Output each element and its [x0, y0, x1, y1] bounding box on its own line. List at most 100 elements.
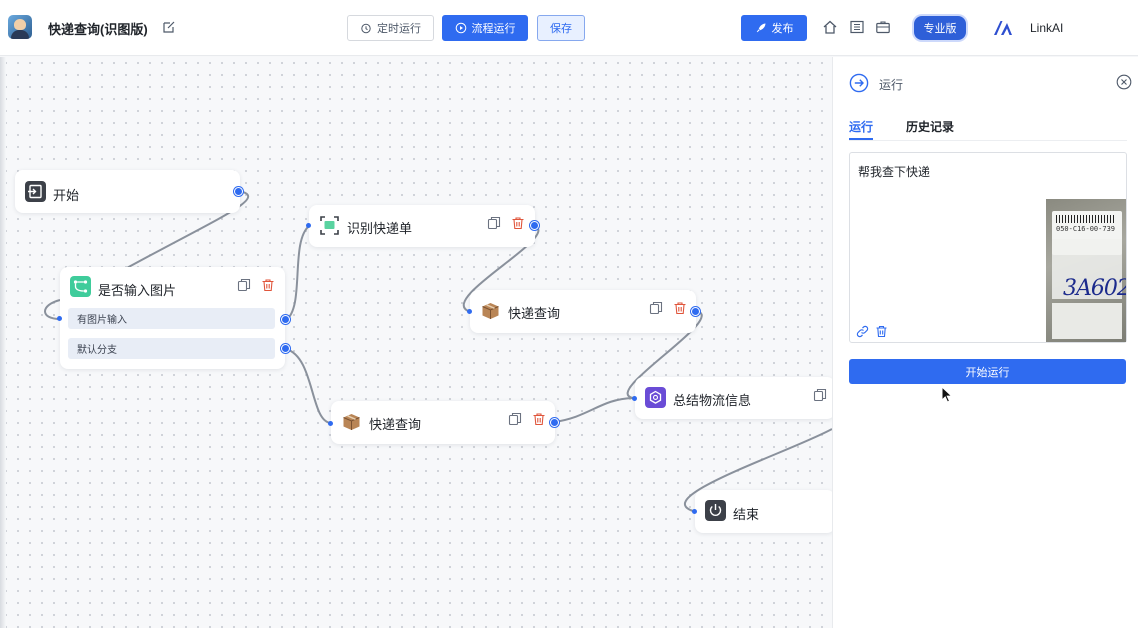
node-summary[interactable]: 总结物流信息 [632, 377, 832, 419]
node-condition-input-port[interactable] [57, 316, 62, 321]
play-circle-icon [455, 22, 466, 34]
node-condition-actions [237, 278, 275, 292]
package-icon [480, 300, 501, 321]
publish-button[interactable]: 发布 [741, 15, 807, 41]
node-summary-input-port[interactable] [632, 396, 637, 401]
run-input-box[interactable]: 帮我查下快递 050-C16-00-739 3A602 [849, 152, 1127, 343]
edge-summary-end [683, 428, 832, 512]
node-ocr-input-port[interactable] [306, 223, 311, 228]
edge-query-a-summary [626, 310, 703, 399]
node-query-a-title: 快递查询 [508, 306, 561, 321]
copy-icon[interactable] [487, 216, 501, 230]
node-condition[interactable]: 是否输入图片 有图片输入 默认分支 [57, 267, 290, 369]
linkai-logo-icon [994, 21, 1012, 35]
panel-title: 运行 [879, 78, 904, 92]
workflow-canvas[interactable]: 开始 是否输入图片 有图片输入 默认分支 识别快递单 [0, 57, 832, 628]
node-end-title: 结束 [733, 507, 760, 522]
top-bar: 快递查询(识图版) 定时运行 流程运行 保存 发布 专业版 LinkAI [0, 0, 1138, 56]
tab-run[interactable]: 运行 [849, 120, 874, 134]
thumbnail-number: 050-C16-00-739 [1056, 225, 1116, 233]
run-panel: 运行 运行 历史记录 帮我查下快递 050-C16-00-739 3A602 开… [832, 57, 1138, 628]
branch-icon [70, 276, 91, 297]
node-start-output-port[interactable] [234, 187, 243, 196]
package-icon [341, 411, 362, 432]
close-icon[interactable] [1116, 74, 1132, 90]
delete-icon[interactable] [673, 301, 687, 315]
arrow-right-circle-icon [849, 73, 869, 93]
node-query-a[interactable]: 快递查询 [467, 290, 700, 333]
mouse-cursor-icon [941, 386, 953, 403]
canvas-left-edge [0, 57, 6, 628]
node-query-b-title: 快递查询 [369, 417, 422, 432]
delete-icon[interactable] [511, 216, 525, 230]
run-flow-label: 流程运行 [471, 23, 516, 35]
node-summary-title: 总结物流信息 [673, 393, 752, 408]
node-query-b-input-port[interactable] [328, 421, 333, 426]
node-ocr[interactable]: 识别快递单 [306, 205, 539, 247]
scan-icon [319, 215, 340, 236]
node-condition-title: 是否输入图片 [98, 283, 177, 298]
copy-icon[interactable] [649, 301, 663, 315]
power-icon [705, 500, 726, 521]
trash-icon[interactable] [875, 325, 888, 338]
node-query-b-actions [508, 412, 546, 426]
thumbnail-bottom [1052, 303, 1122, 339]
edge-loop-condition [44, 299, 61, 320]
branch-has-image-port[interactable] [281, 315, 290, 324]
edge-condition-query-b [285, 348, 332, 424]
copy-icon[interactable] [813, 388, 827, 402]
save-label: 保存 [550, 23, 572, 35]
node-start-title: 开始 [53, 188, 80, 203]
publish-label: 发布 [771, 23, 794, 35]
tab-history[interactable]: 历史记录 [906, 120, 955, 134]
uploaded-image-thumbnail[interactable]: 050-C16-00-739 3A602 [1046, 199, 1126, 342]
run-flow-button[interactable]: 流程运行 [442, 15, 528, 41]
briefcase-icon[interactable] [875, 19, 891, 35]
rocket-icon [756, 23, 765, 33]
copy-icon[interactable] [508, 412, 522, 426]
edge-query-b-summary [553, 397, 634, 423]
node-end[interactable]: 结束 [692, 490, 832, 533]
node-query-b[interactable]: 快递查询 [328, 401, 559, 444]
link-icon[interactable] [856, 325, 869, 338]
branch-row-default[interactable]: 默认分支 [68, 338, 275, 359]
pro-edition-badge[interactable]: 专业版 [914, 16, 966, 40]
copy-icon[interactable] [237, 278, 251, 292]
delete-icon[interactable] [261, 278, 275, 292]
node-summary-actions [813, 388, 827, 402]
branch-default-port[interactable] [281, 344, 290, 353]
save-button[interactable]: 保存 [537, 15, 585, 41]
branch-row-has-image[interactable]: 有图片输入 [68, 308, 275, 329]
schedule-run-label: 定时运行 [377, 23, 421, 35]
tab-active-indicator [849, 138, 873, 140]
edge-ocr-query-a [463, 225, 540, 312]
node-start[interactable]: 开始 [15, 170, 243, 213]
node-query-b-output-port[interactable] [550, 418, 559, 427]
thumbnail-strip [1052, 239, 1122, 299]
login-icon [25, 181, 46, 202]
app-title: 快递查询(识图版) [48, 22, 148, 37]
node-ocr-output-port[interactable] [530, 221, 539, 230]
node-query-a-output-port[interactable] [691, 307, 700, 316]
edit-icon[interactable] [162, 20, 176, 34]
app-avatar [8, 15, 32, 39]
node-query-a-input-port[interactable] [467, 309, 472, 314]
start-run-button[interactable]: 开始运行 [849, 359, 1126, 384]
node-ocr-actions [487, 216, 525, 230]
alarm-clock-icon [361, 23, 371, 34]
book-icon[interactable] [849, 19, 865, 35]
schedule-run-button[interactable]: 定时运行 [347, 15, 434, 41]
input-tools [856, 325, 888, 338]
node-end-input-port[interactable] [692, 509, 697, 514]
openai-icon [645, 387, 666, 408]
run-input-text[interactable]: 帮我查下快递 [858, 165, 931, 179]
edge-condition-ocr [285, 225, 310, 321]
brand-name: LinkAI [1030, 21, 1064, 35]
tab-divider [849, 140, 1127, 141]
home-icon[interactable] [822, 19, 838, 35]
thumbnail-barcode [1056, 215, 1116, 223]
delete-icon[interactable] [532, 412, 546, 426]
thumbnail-handwriting: 3A602 [1063, 276, 1126, 301]
node-query-a-actions [649, 301, 687, 315]
node-ocr-title: 识别快递单 [347, 221, 413, 236]
